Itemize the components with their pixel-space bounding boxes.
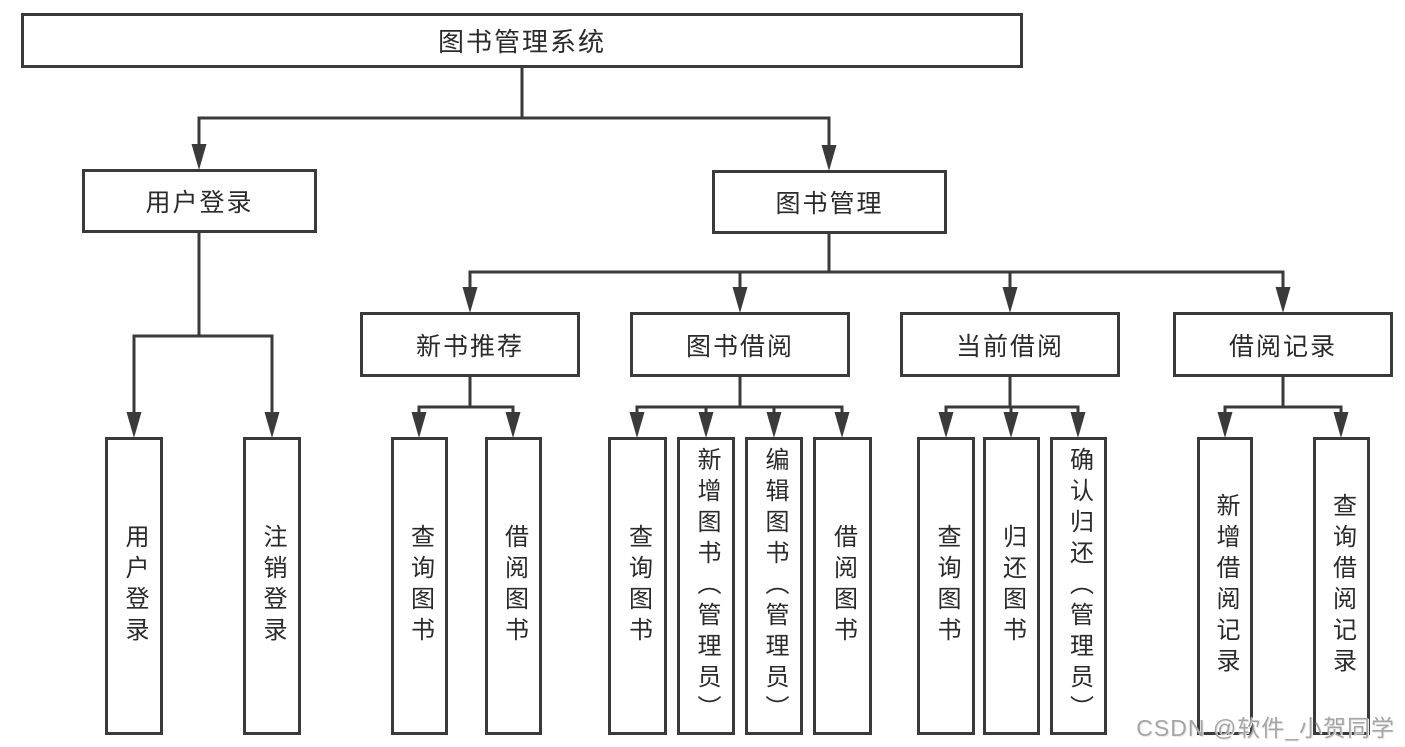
connector-tree bbox=[462, 234, 1291, 313]
leaf-query-books-current: 查询图书 bbox=[917, 437, 975, 735]
arrowhead-icon bbox=[834, 412, 850, 438]
arrowhead-icon bbox=[462, 287, 478, 313]
arrowhead-icon bbox=[264, 412, 280, 438]
connector-tree bbox=[1217, 377, 1349, 438]
leaf-query-borrow-record: 查询借阅记录 bbox=[1313, 437, 1370, 735]
node-book-borrowing: 图书借阅 bbox=[630, 312, 850, 377]
leaf-return-books: 归还图书 bbox=[983, 437, 1040, 735]
arrowhead-icon bbox=[126, 412, 142, 438]
arrowhead-icon bbox=[821, 145, 837, 171]
arrowhead-icon bbox=[766, 412, 782, 438]
arrowhead-icon bbox=[191, 144, 207, 170]
node-current-borrowing: 当前借阅 bbox=[900, 312, 1120, 377]
leaf-borrow-books: 借阅图书 bbox=[813, 437, 872, 735]
connector-tree bbox=[411, 377, 521, 438]
leaf-add-borrow-record: 新增借阅记录 bbox=[1197, 437, 1253, 735]
node-new-book-recommendation: 新书推荐 bbox=[360, 312, 580, 377]
leaf-edit-books-admin: 编辑图书（管理员） bbox=[745, 437, 803, 735]
arrowhead-icon bbox=[1333, 412, 1349, 438]
leaf-borrow-books-recommend: 借阅图书 bbox=[485, 437, 542, 735]
leaf-query-books-recommend: 查询图书 bbox=[391, 437, 448, 735]
node-borrowing-records: 借阅记录 bbox=[1173, 312, 1393, 377]
arrowhead-icon bbox=[1070, 412, 1086, 438]
arrowhead-icon bbox=[698, 412, 714, 438]
connector-tree bbox=[191, 68, 837, 171]
leaf-query-books-borrowing: 查询图书 bbox=[608, 437, 667, 735]
node-book-management: 图书管理 bbox=[712, 170, 947, 234]
watermark: CSDN @软件_小贺同学 bbox=[1136, 715, 1395, 741]
arrowhead-icon bbox=[411, 412, 427, 438]
arrowhead-icon bbox=[629, 412, 645, 438]
leaf-user-login: 用户登录 bbox=[105, 437, 163, 735]
leaf-add-books-admin: 新增图书（管理员） bbox=[677, 437, 735, 735]
arrowhead-icon bbox=[1217, 412, 1233, 438]
leaf-logout: 注销登录 bbox=[243, 437, 301, 735]
arrowhead-icon bbox=[1003, 412, 1019, 438]
connector-tree bbox=[938, 377, 1086, 438]
arrowhead-icon bbox=[938, 412, 954, 438]
arrowhead-icon bbox=[732, 287, 748, 313]
node-library-system: 图书管理系统 bbox=[21, 13, 1023, 68]
arrowhead-icon bbox=[1002, 287, 1018, 313]
connector-tree bbox=[629, 377, 850, 438]
arrowhead-icon bbox=[1275, 287, 1291, 313]
connector-tree bbox=[126, 233, 280, 438]
arrowhead-icon bbox=[505, 412, 521, 438]
node-user-login: 用户登录 bbox=[82, 169, 317, 233]
leaf-confirm-return-admin: 确认归还（管理员） bbox=[1050, 437, 1107, 735]
